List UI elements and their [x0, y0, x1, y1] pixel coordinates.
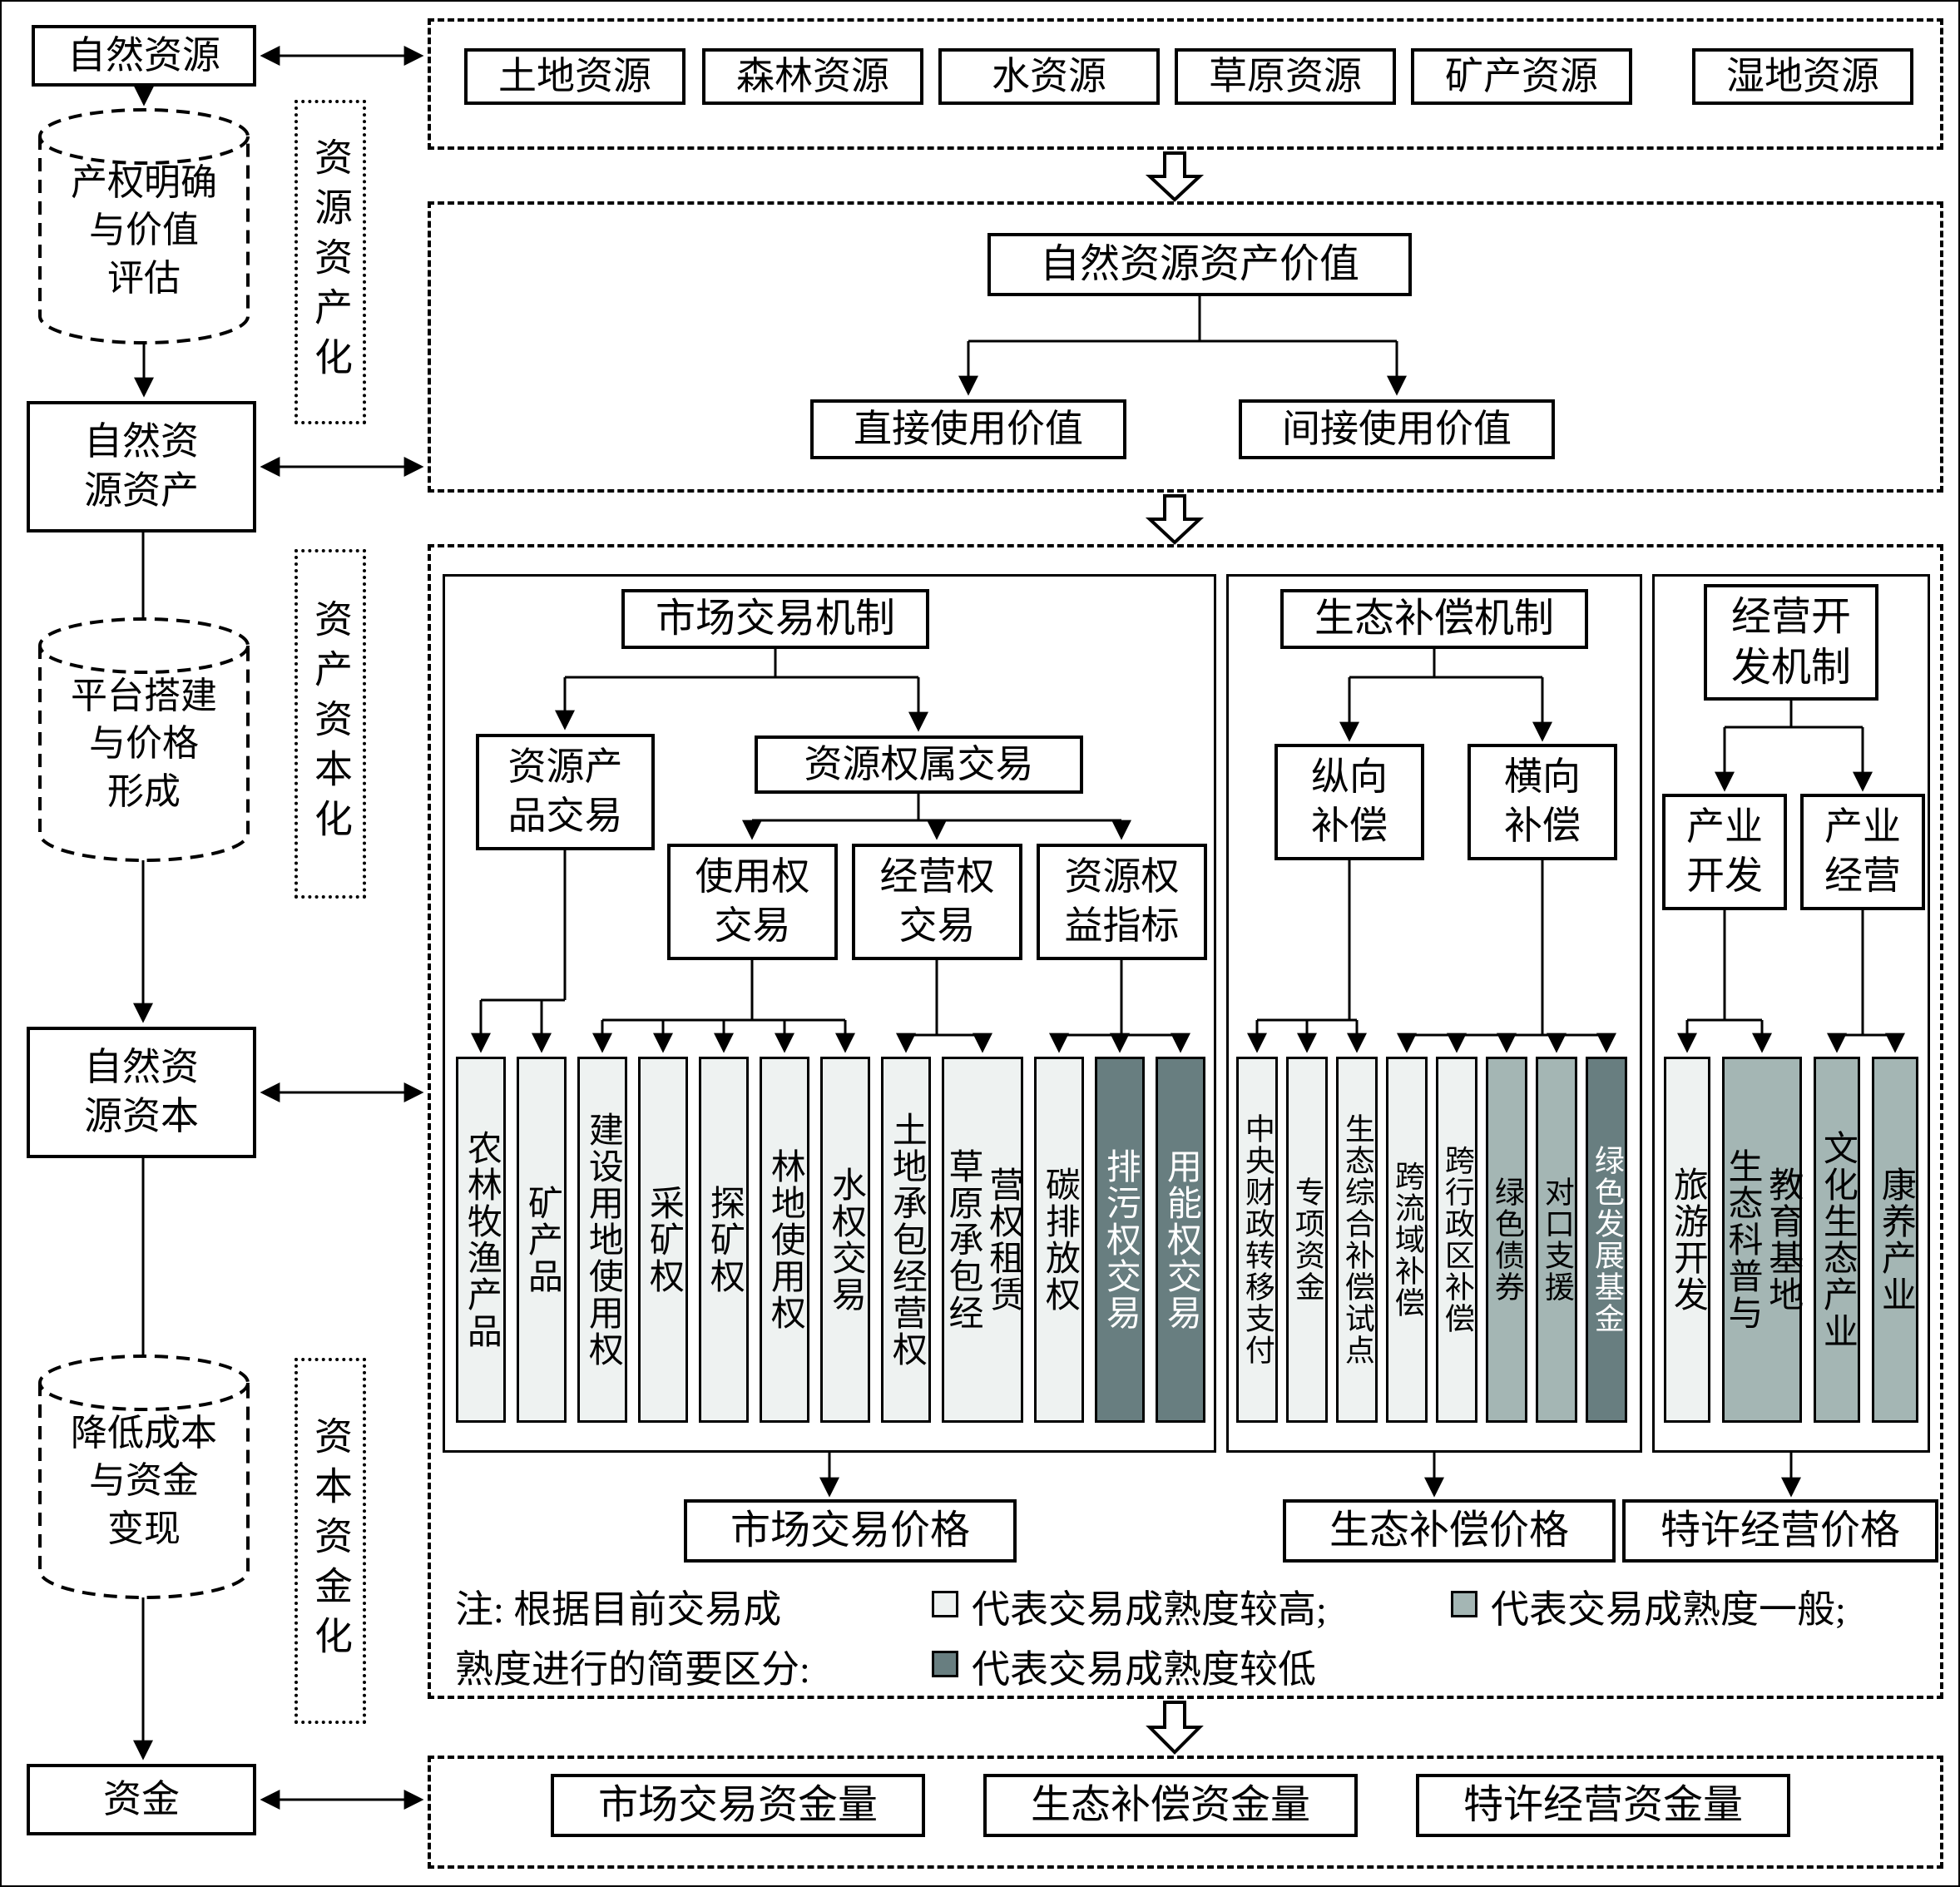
cylinder-outlines: [38, 108, 250, 1599]
market-item-grassland-contract-lease: 草原承包经 营权租赁: [942, 1057, 1023, 1423]
fund-amounts-section: [428, 1756, 1943, 1869]
eco-item-comprehensive-compensation-pilot: 生态综合补偿试点: [1336, 1057, 1378, 1423]
phase-label-assetization: 资源资产化: [294, 100, 366, 424]
property-rights-valuation-cylinder-label: 产权明确 与价值 评估: [71, 162, 217, 299]
market-item-prospecting-right: 探矿权: [699, 1057, 749, 1423]
market-item-agri-forestry-products: 农林牧渔产品: [456, 1057, 506, 1423]
market-item-mineral-products: 矿产品: [517, 1057, 567, 1423]
mechanisms-section: [428, 544, 1943, 1699]
market-item-carbon-emission-right: 碳排放权: [1034, 1057, 1084, 1423]
eco-item-green-development-fund: 绿色发展基金: [1586, 1057, 1627, 1423]
oper-item-wellness-industry: 康养产业: [1872, 1057, 1918, 1423]
natural-resources-box: 自然资源: [32, 25, 256, 87]
resource-box-water: 水资源: [938, 48, 1160, 105]
legend-label-mid: 代表交易成熟度一般;: [1491, 1588, 1846, 1631]
market-item-energy-use-right-trading: 用能权交易: [1156, 1057, 1205, 1423]
platform-price-formation-cylinder-label: 平台搭建 与价格 形成: [71, 676, 217, 812]
eco-item-cross-basin-compensation: 跨流域补偿: [1386, 1057, 1428, 1423]
horizontal-compensation-box: 横向 补偿: [1468, 744, 1617, 860]
natural-resource-assets-box: 自然资 源资产: [27, 401, 256, 532]
eco-fund-box: 生态补偿资金量: [983, 1774, 1358, 1837]
resource-box-land: 土地资源: [464, 48, 686, 105]
resource-box-grassland: 草原资源: [1175, 48, 1396, 105]
use-rights-trading-box: 使用权 交易: [667, 844, 838, 960]
legend-square-mid: [1451, 1591, 1477, 1617]
eco-item-central-fiscal-transfer: 中央财政转移支付: [1236, 1057, 1278, 1423]
section-flow-arrows: [1145, 151, 1205, 1755]
direct-use-value-box: 直接使用价值: [810, 399, 1126, 459]
cost-reduction-monetization-cylinder-label: 降低成本 与资金 变现: [71, 1413, 217, 1549]
eco-compensation-title-box: 生态补偿机制: [1280, 589, 1588, 649]
market-item-land-contract-right: 土地承包经营权: [881, 1057, 931, 1423]
phase-label-capitalization: 资产资本化: [294, 549, 366, 899]
operation-development-section: [1652, 574, 1930, 1453]
eco-item-special-funds: 专项资金: [1286, 1057, 1328, 1423]
market-fund-box: 市场交易资金量: [551, 1774, 925, 1837]
oper-item-tourism-development: 旅游开发: [1664, 1057, 1710, 1423]
legend-square-low: [932, 1651, 958, 1677]
legend-label-high: 代表交易成熟度较高;: [972, 1588, 1327, 1631]
eco-price-box: 生态补偿价格: [1283, 1499, 1616, 1563]
franchise-fund-box: 特许经营资金量: [1416, 1774, 1790, 1837]
eco-item-cross-region-compensation: 跨行政区补偿: [1436, 1057, 1477, 1423]
legend-label-low: 代表交易成熟度较低: [972, 1648, 1316, 1691]
resource-equity-index-box: 资源权 益指标: [1037, 844, 1207, 960]
note-text-line2: 熟度进行的简要区分:: [455, 1648, 810, 1691]
vertical-compensation-box: 纵向 补偿: [1274, 744, 1424, 860]
asset-value-section: [428, 201, 1943, 493]
legend-square-high: [932, 1591, 958, 1617]
resource-rights-trading-box: 资源权属交易: [755, 735, 1083, 794]
market-price-box: 市场交易价格: [684, 1499, 1017, 1563]
industry-operation-box: 产业 经营: [1800, 794, 1925, 910]
resource-box-forest: 森林资源: [702, 48, 923, 105]
asset-value-root-box: 自然资源资产价值: [987, 233, 1412, 296]
market-item-mining-right: 采矿权: [638, 1057, 688, 1423]
resources-section: [428, 18, 1943, 150]
oper-item-eco-education-base: 生态科普与 教育基地: [1722, 1057, 1802, 1423]
operating-rights-trading-box: 经营权 交易: [852, 844, 1022, 960]
note-text-line1: 注: 根据目前交易成: [455, 1588, 782, 1631]
market-item-pollution-right-trading: 排污权交易: [1095, 1057, 1145, 1423]
industry-development-box: 产业 开发: [1662, 794, 1787, 910]
eco-item-green-bonds: 绿色债券: [1486, 1057, 1527, 1423]
market-mechanism-section: [443, 574, 1216, 1453]
operation-development-title-box: 经营开 发机制: [1704, 584, 1878, 701]
resource-box-mineral: 矿产资源: [1411, 48, 1632, 105]
funds-box: 资金: [27, 1764, 256, 1835]
market-mechanism-title-box: 市场交易机制: [621, 589, 929, 649]
eco-compensation-section: [1226, 574, 1642, 1453]
market-item-water-right-trading: 水权交易: [820, 1057, 870, 1423]
franchise-price-box: 特许经营价格: [1622, 1499, 1938, 1563]
market-item-construction-land-use-right: 建设用地使用权: [577, 1057, 627, 1423]
indirect-use-value-box: 间接使用价值: [1239, 399, 1555, 459]
market-item-forest-land-use-right: 林地使用权: [760, 1057, 809, 1423]
natural-resource-capital-box: 自然资 源资本: [27, 1027, 256, 1158]
eco-item-paired-assistance: 对口支援: [1536, 1057, 1577, 1423]
oper-item-cultural-eco-industry: 文化生态产业: [1814, 1057, 1860, 1423]
phase-label-monetization: 资本资金化: [294, 1358, 366, 1724]
resource-product-trading-box: 资源产 品交易: [476, 734, 655, 850]
resource-box-wetland: 湿地资源: [1692, 48, 1913, 105]
